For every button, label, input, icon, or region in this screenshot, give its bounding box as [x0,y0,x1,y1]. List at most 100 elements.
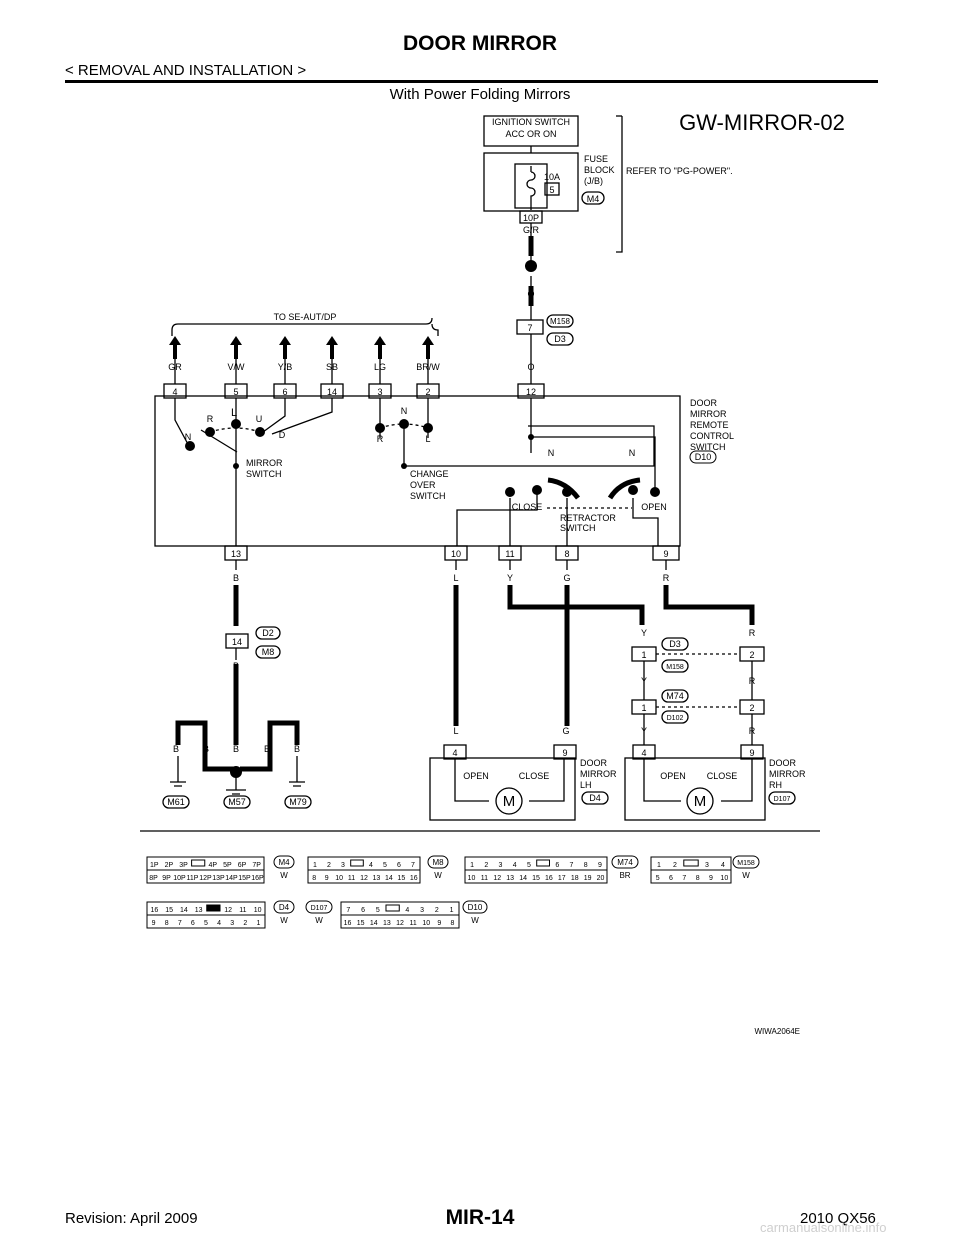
connector-cavity: 14P [225,875,238,882]
connector-cavity: 8P [149,875,158,882]
cf-d4-name[interactable]: D4 [279,903,290,912]
lh-conn[interactable]: D4 [589,793,601,803]
connector-cavity: 10 [720,875,728,882]
cf-d4-color: W [280,916,288,925]
connector-cavity: 16 [150,907,158,914]
connector-cavity: 15 [357,920,365,927]
row2-d102[interactable]: D102 [667,715,684,722]
wire-o2: O [527,362,534,372]
connector-cavity: 3 [341,862,345,869]
connector-cavity: 8 [450,920,454,927]
connector-cavity: 6 [397,862,401,869]
pin-4: 4 [172,387,177,397]
lh-open: OPEN [463,771,489,781]
wire-color-lg: LG [374,362,386,372]
connector-cavity: 7 [411,862,415,869]
wire-gr: G/R [523,225,540,235]
m158-conn[interactable]: M158 [550,317,571,326]
gnd-wire-4: B [264,744,270,754]
connector-cavity: 3 [420,907,424,914]
connector-cavity: 11P [187,875,199,882]
sw-n: N [185,432,192,442]
connector-cavity: 10 [422,920,430,927]
gnd-m61[interactable]: M61 [167,797,185,807]
connector-cavity: 6 [361,907,365,914]
gnd-wire-3: B [233,744,239,754]
row1-r: R [749,628,756,638]
lh-pin-b: 9 [562,748,567,758]
connector-key [683,859,699,867]
connector-cavity: 14 [385,875,393,882]
ctrl-label-3: REMOTE [690,420,729,430]
connector-cavity: 7 [682,875,686,882]
rh-label-3: RH [769,780,782,790]
row2-m74[interactable]: M74 [666,691,684,701]
cf-d107-color: W [315,916,323,925]
breadcrumb[interactable]: < REMOVAL AND INSTALLATION > [65,62,307,79]
cf-d107-name[interactable]: D107 [311,905,328,912]
rh-open: OPEN [660,771,686,781]
lh-pin-a: 4 [452,748,457,758]
sw-na: N [548,448,555,458]
ctrl-conn[interactable]: D10 [695,452,712,462]
wire-color-yb: Y/B [278,362,293,372]
pin-9: 9 [663,549,668,559]
connector-cavity: 3 [230,920,234,927]
connector-cavity: 8 [312,875,316,882]
connector-cavity: 5 [376,907,380,914]
connector-cavity: 2 [673,862,677,869]
row1-m158[interactable]: M158 [666,664,684,671]
row2-y: Y [641,676,647,686]
sw-r2: R [377,434,384,444]
lh-l: L [453,726,458,736]
connector-cavity: 9 [709,875,713,882]
rh-conn[interactable]: D107 [774,796,791,803]
sw-close: CLOSE [512,502,543,512]
connector-cavity: 7P [252,862,261,869]
refer-text: REFER TO "PG-POWER". [626,166,733,176]
lh-label-1: DOOR [580,758,608,768]
connector-key [536,859,550,867]
connector-cavity: 17 [558,875,566,882]
cf-d10-name[interactable]: D10 [468,903,483,912]
connector-cavity: 1 [256,920,260,927]
cf-m4-name[interactable]: M4 [278,858,290,867]
change-sw-3: SWITCH [410,491,446,501]
m158-pin: 7 [527,323,532,333]
connector-cavity: 13 [383,920,391,927]
wire-g: G [563,573,570,583]
connector-cavity: 11 [348,875,355,882]
gnd-m79[interactable]: M79 [289,797,307,807]
connector-cavity: 9 [437,920,441,927]
fuse-label-2: BLOCK [584,165,615,175]
connector-cavity: 12 [493,875,501,882]
m8-conn[interactable]: M8 [262,647,275,657]
wire-color-gr: GR [168,362,182,372]
connector-cavity: 1P [150,862,159,869]
pin-3: 3 [377,387,382,397]
gnd-m57[interactable]: M57 [228,797,246,807]
rh-motor: M [694,793,707,810]
cf-m8-name[interactable]: M8 [432,858,444,867]
connector-cavity: 6P [238,862,247,869]
cf-d10-color: W [471,916,479,925]
connector-cavity: 10 [254,907,262,914]
rh-label-2: MIRROR [769,769,806,779]
connector-cavity: 15 [532,875,540,882]
connector-cavity: 5P [223,862,232,869]
sw-n2: N [401,406,408,416]
connector-cavity: 6 [555,862,559,869]
change-sw-1: CHANGE [410,469,449,479]
fuse-conn[interactable]: M4 [587,194,600,204]
d2-conn[interactable]: D2 [262,628,274,638]
diagram-id: GW-MIRROR-02 [679,110,845,135]
pin-10: 10 [451,549,461,559]
connector-cavity: 16 [545,875,553,882]
connector-cavity: 2 [435,907,439,914]
cf-m74-name[interactable]: M74 [617,858,633,867]
row1-d3[interactable]: D3 [669,639,681,649]
d3-conn[interactable]: D3 [554,334,566,344]
wire-b2: B [233,661,239,671]
connector-cavity: 9 [152,920,156,927]
cf-m158-name[interactable]: M158 [737,860,755,867]
